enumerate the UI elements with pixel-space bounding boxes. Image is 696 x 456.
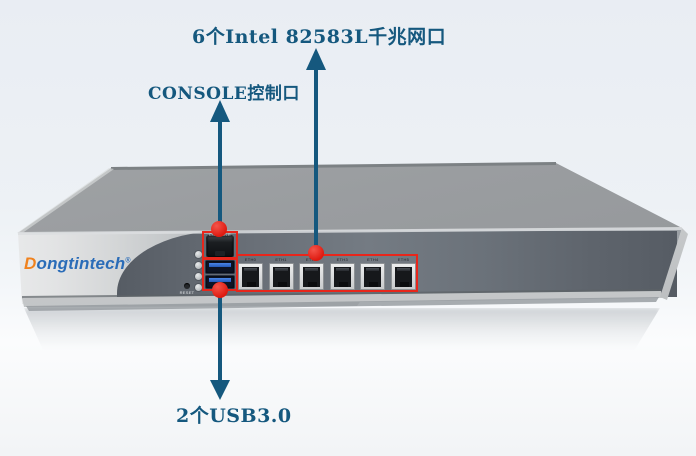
ethernet-port: ETH1 (268, 257, 294, 291)
ethernet-port-body (268, 263, 294, 290)
ethernet-port-label: ETH5 (397, 257, 410, 262)
console-rj45-port (207, 236, 233, 257)
led-indicator (195, 262, 202, 269)
ethernet-port-label: ETH3 (336, 257, 348, 262)
ethernet-port-hole (242, 267, 259, 287)
ethernet-port-hole (364, 267, 382, 287)
console-callout-arrow (218, 120, 222, 230)
console-marker-dot (211, 221, 227, 237)
ethernet-port-hole (394, 267, 412, 287)
ethernet-port-body (360, 263, 386, 290)
ethernet-callout-label: 6个Intel 82583L千兆网口 (192, 26, 447, 48)
ethernet-port: ETH0 (238, 257, 263, 291)
reset-label: RESET (179, 290, 195, 295)
ethernet-port-hole (272, 267, 290, 287)
ethernet-port: ETH3 (329, 257, 355, 291)
console-arrow-head-icon (210, 100, 230, 122)
ethernet-marker-dot (308, 245, 324, 261)
led-indicator-column (195, 251, 202, 295)
console-callout-label: CONSOLE控制口 (148, 84, 300, 104)
ethernet-port-hole (333, 267, 351, 287)
usb-callout-label: 2个USB3.0 (176, 405, 292, 427)
usb-port-tongue (209, 263, 231, 267)
registered-trademark-icon: ® (125, 257, 131, 265)
ethernet-arrow-head-icon (306, 48, 326, 70)
ethernet-port-label: ETH0 (244, 257, 257, 262)
ethernet-ports-highlight-box (236, 254, 418, 292)
ethernet-port-label: ETH4 (367, 257, 379, 262)
usb-callout-arrow (218, 290, 222, 382)
ethernet-port-hole (303, 267, 321, 287)
ethernet-port-body (238, 263, 263, 290)
ethernet-port: ETH4 (360, 257, 386, 291)
led-indicator (195, 251, 202, 258)
brand-logo: Dongtintech® (24, 254, 131, 274)
ethernet-port-row: ETH0ETH1ETH2ETH3ETH4ETH5 (238, 257, 416, 291)
ethernet-port-body (390, 263, 416, 290)
usb-arrow-head-icon (210, 380, 230, 400)
ethernet-callout-arrow (314, 68, 318, 253)
led-indicator (195, 284, 202, 291)
usb3-port (206, 261, 234, 273)
ethernet-port: ETH5 (390, 257, 416, 291)
ethernet-port-label: ETH1 (275, 257, 287, 262)
usb-marker-dot (212, 282, 228, 298)
ethernet-port-body (329, 263, 355, 290)
led-indicator (195, 273, 202, 280)
reset-button (184, 283, 190, 289)
brand-logo-initial: D (24, 254, 37, 273)
device-reflection (24, 308, 660, 350)
brand-logo-text: ongtintech (36, 254, 126, 273)
usb-port-tongue (209, 278, 231, 282)
ethernet-port-body (299, 263, 325, 290)
